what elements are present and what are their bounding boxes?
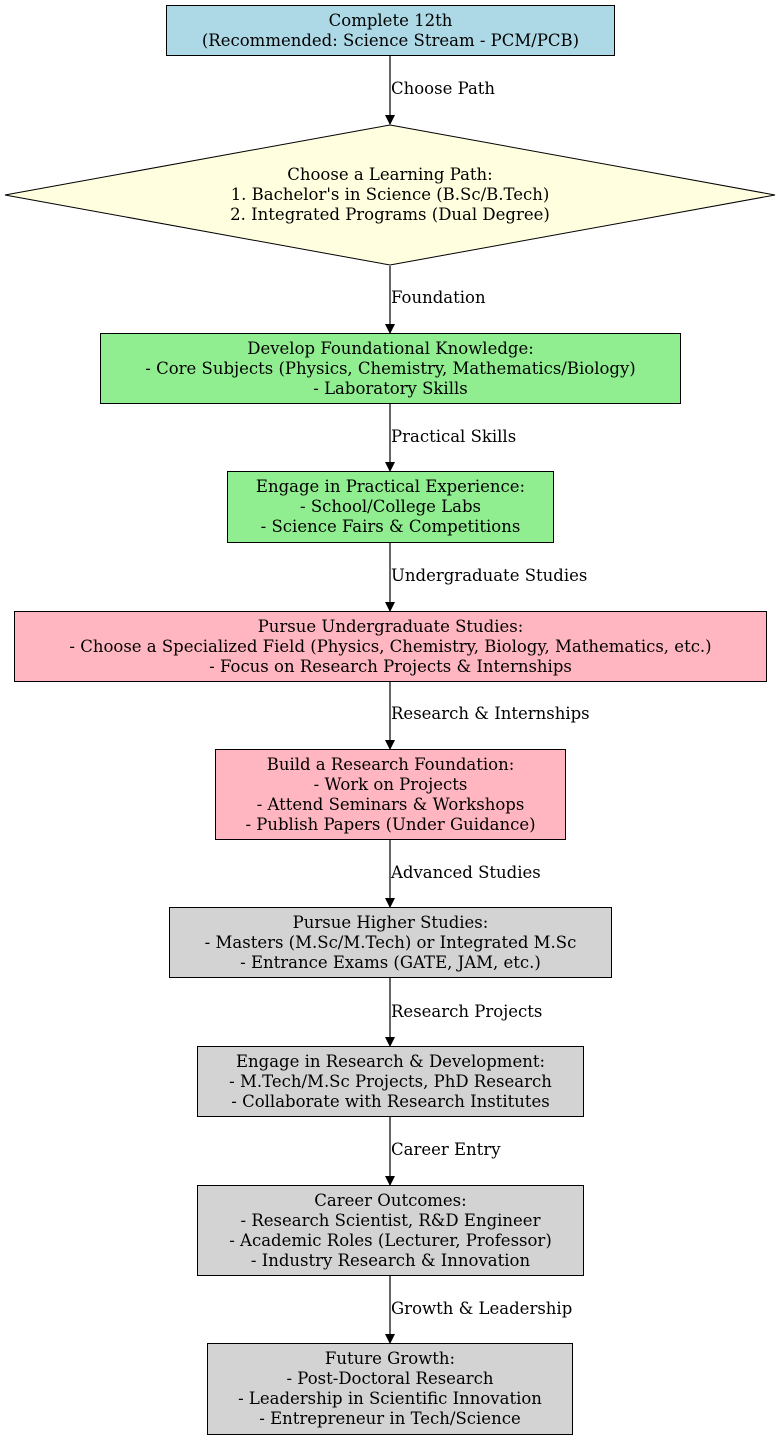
edge-label-growth-leadership: Growth & Leadership [391, 1299, 573, 1318]
edge-label-research-internships: Research & Internships [391, 704, 590, 723]
node-higher-studies-line-3: - Entrance Exams (GATE, JAM, etc.) [240, 952, 541, 972]
node-higher-studies-line-1: Pursue Higher Studies: [292, 912, 489, 932]
node-research-foundation-line-3: - Attend Seminars & Workshops [256, 794, 525, 814]
node-future-growth-line-4: - Entrepreneur in Tech/Science [259, 1409, 521, 1428]
decision-diamond-shape [4, 124, 776, 266]
node-foundational-knowledge-line-2: - Core Subjects (Physics, Chemistry, Mat… [145, 358, 636, 378]
node-career-outcomes-line-1: Career Outcomes: [314, 1190, 467, 1210]
node-complete-12th-line-1: Complete 12th [328, 10, 453, 30]
node-practical-experience-line-3: - Science Fairs & Competitions [260, 517, 521, 536]
edge-label-practical-skills: Practical Skills [391, 427, 517, 446]
node-choose-learning-path-line-3: 2. Integrated Programs (Dual Degree) [230, 205, 550, 224]
node-undergraduate-studies-line-1: Pursue Undergraduate Studies: [257, 616, 524, 636]
node-career-outcomes: Career Outcomes: - Research Scientist, R… [197, 1185, 584, 1276]
node-research-foundation-line-2: - Work on Projects [313, 774, 468, 794]
edge-label-career-entry: Career Entry [391, 1140, 501, 1159]
node-future-growth-line-1: Future Growth: [324, 1349, 456, 1368]
node-foundational-knowledge-line-3: - Laboratory Skills [313, 378, 468, 398]
node-undergraduate-studies-line-3: - Focus on Research Projects & Internshi… [209, 656, 572, 676]
node-practical-experience: Engage in Practical Experience: - School… [227, 471, 554, 543]
node-complete-12th-line-2: (Recommended: Science Stream - PCM/PCB) [201, 30, 580, 50]
node-research-development-line-2: - M.Tech/M.Sc Projects, PhD Research [229, 1071, 552, 1091]
edge-label-foundation: Foundation [391, 288, 486, 307]
node-choose-learning-path-line-2: 1. Bachelor's in Science (B.Sc/B.Tech) [230, 185, 550, 204]
node-undergraduate-studies-line-2: - Choose a Specialized Field (Physics, C… [69, 636, 712, 656]
edge-label-advanced-studies: Advanced Studies [391, 863, 541, 882]
node-future-growth-line-3: - Leadership in Scientific Innovation [238, 1389, 542, 1408]
edge-label-undergraduate-studies: Undergraduate Studies [391, 566, 588, 585]
node-future-growth-line-2: - Post-Doctoral Research [286, 1369, 494, 1388]
node-career-outcomes-line-3: - Academic Roles (Lecturer, Professor) [229, 1230, 552, 1250]
node-higher-studies-line-2: - Masters (M.Sc/M.Tech) or Integrated M.… [204, 932, 577, 952]
node-research-development-line-1: Engage in Research & Development: [235, 1051, 546, 1071]
node-foundational-knowledge-line-1: Develop Foundational Knowledge: [247, 338, 534, 358]
node-complete-12th: Complete 12th (Recommended: Science Stre… [166, 5, 615, 56]
node-research-foundation: Build a Research Foundation: - Work on P… [215, 749, 566, 840]
node-future-growth: Future Growth: - Post-Doctoral Research … [207, 1343, 573, 1435]
edge-label-research-projects: Research Projects [391, 1002, 543, 1021]
node-career-outcomes-line-4: - Industry Research & Innovation [250, 1250, 531, 1270]
node-choose-learning-path-line-1: Choose a Learning Path: [287, 165, 493, 184]
node-practical-experience-line-1: Engage in Practical Experience: [255, 477, 526, 496]
node-research-foundation-line-1: Build a Research Foundation: [266, 754, 515, 774]
node-research-development-line-3: - Collaborate with Research Institutes [231, 1091, 550, 1111]
node-higher-studies: Pursue Higher Studies: - Masters (M.Sc/M… [169, 907, 612, 978]
node-foundational-knowledge: Develop Foundational Knowledge: - Core S… [100, 333, 681, 404]
edge-label-choose-path: Choose Path [391, 79, 496, 98]
node-choose-learning-path: Choose a Learning Path: 1. Bachelor's in… [4, 124, 776, 266]
node-practical-experience-line-2: - School/College Labs [300, 497, 481, 516]
node-undergraduate-studies: Pursue Undergraduate Studies: - Choose a… [14, 611, 767, 682]
node-research-development: Engage in Research & Development: - M.Te… [197, 1046, 584, 1117]
node-research-foundation-line-4: - Publish Papers (Under Guidance) [245, 814, 536, 834]
node-career-outcomes-line-2: - Research Scientist, R&D Engineer [240, 1210, 541, 1230]
